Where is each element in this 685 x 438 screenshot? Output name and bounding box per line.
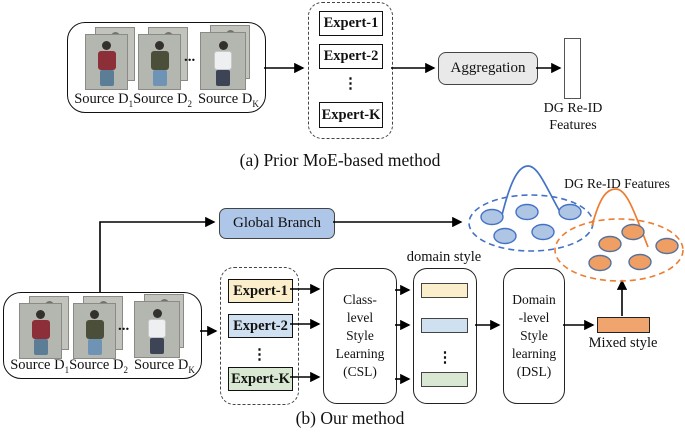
source-d2-label: Source D2 xyxy=(133,91,192,109)
mixed-style-bar xyxy=(597,317,650,333)
experts-vertical-dots-b: ⋮ xyxy=(252,347,267,363)
domain-style-bar-1 xyxy=(421,283,468,298)
source-d1-label: Source D1 xyxy=(74,91,134,109)
ellipsis-dots: ... xyxy=(184,49,196,65)
source-dk-label: Source DK xyxy=(133,357,195,375)
expert-1-box-a: Expert-1 xyxy=(319,11,383,36)
photo-stack-source1 xyxy=(19,296,73,360)
dsl-box: Domain -level Style learning (DSL) xyxy=(503,268,565,404)
expert-k-box-a: Expert-K xyxy=(319,102,383,128)
domain-style-label: domain style xyxy=(406,249,482,265)
domain-style-bar-2 xyxy=(421,318,468,333)
experts-container-a: Expert-1 Expert-2 ⋮ Expert-K xyxy=(308,2,393,139)
mixed-style-label: Mixed style xyxy=(588,335,658,351)
expert-2-box-a: Expert-2 xyxy=(319,44,383,69)
dg-features-label-b: DG Re-ID Features xyxy=(564,176,670,191)
caption-panel-a: (a) Prior MoE-based method xyxy=(239,150,441,170)
photo-stack-sourceK xyxy=(134,294,188,358)
pedestrian-photo xyxy=(19,303,62,359)
orange-gaussian-curve xyxy=(591,188,649,248)
photo-stack-sourceK xyxy=(200,25,254,90)
photo-stack-source2 xyxy=(73,296,127,360)
blue-gaussian-curve xyxy=(500,165,564,220)
pedestrian-photo xyxy=(85,34,128,90)
photo-stack-source1 xyxy=(85,27,139,91)
source-dk-label: Source DK xyxy=(197,91,259,109)
source-d2-label: Source D2 xyxy=(69,357,128,375)
expert-1-box-b: Expert-1 xyxy=(228,279,293,303)
pedestrian-photo xyxy=(138,34,181,90)
expert-2-box-b: Expert-2 xyxy=(228,314,293,338)
csl-box: Class- level Style Learning (CSL) xyxy=(323,268,397,404)
aggregation-box: Aggregation xyxy=(438,52,538,85)
orange-cluster-ellipse xyxy=(554,218,684,282)
blue-cluster-ellipse xyxy=(468,194,594,252)
domain-style-bar-3 xyxy=(421,372,468,387)
experts-vertical-dots-a: ⋮ xyxy=(343,76,358,92)
global-branch-box: Global Branch xyxy=(219,208,335,239)
domain-style-box: ⋮ xyxy=(413,268,477,404)
expert-k-box-b: Expert-K xyxy=(228,367,293,391)
pedestrian-photo xyxy=(134,301,180,358)
photo-stack-source2 xyxy=(138,27,192,91)
domain-style-dots: ⋮ xyxy=(437,350,453,366)
experts-container-b: Expert-1 Expert-2 ⋮ Expert-K xyxy=(220,267,299,405)
feature-cluster-orange xyxy=(554,188,684,282)
caption-panel-b: (b) Our method xyxy=(295,408,405,428)
source-d1-label: Source D1 xyxy=(10,357,70,375)
pedestrian-photo xyxy=(200,32,246,90)
dg-features-label-a: DG Re-ID Features xyxy=(543,101,603,133)
pedestrian-photo xyxy=(73,303,116,359)
dg-features-bar-a xyxy=(564,38,581,99)
ellipsis-dots: ... xyxy=(118,318,130,334)
